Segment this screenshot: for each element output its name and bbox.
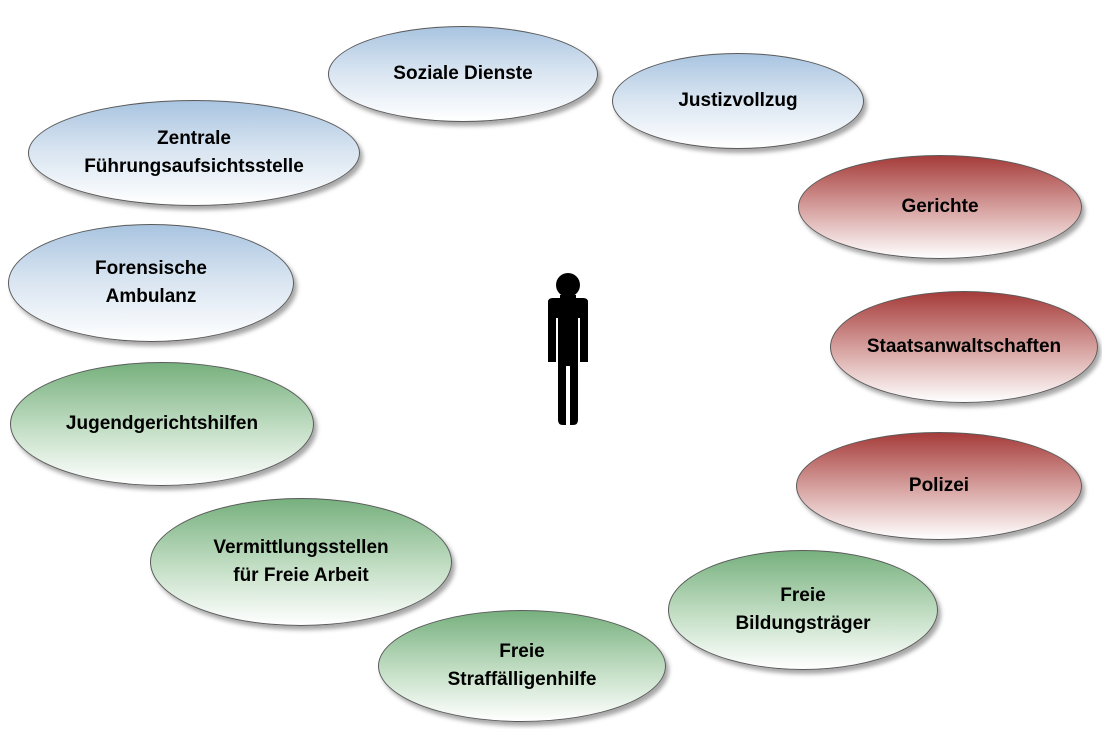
node-freie-straffaelligenhilfe: Freie Straffälligenhilfe — [378, 610, 666, 722]
node-polizei: Polizei — [796, 432, 1082, 540]
node-zentrale-fuehrungsaufsichtsstelle: Zentrale Führungsaufsichtsstelle — [28, 100, 360, 206]
node-label: Forensische Ambulanz — [95, 258, 207, 307]
node-label: Staatsanwaltschaften — [866, 336, 1062, 357]
node-label: Zentrale Führungsaufsichtsstelle — [84, 128, 304, 177]
node-label: Soziale Dienste — [393, 63, 533, 84]
node-justizvollzug: Justizvollzug — [612, 53, 864, 149]
node-label: Justizvollzug — [678, 90, 798, 111]
node-label: Jugendgerichtshilfen — [65, 413, 259, 434]
node-jugendgerichtshilfen: Jugendgerichtshilfen — [10, 362, 314, 486]
node-label: Freie Straffälligenhilfe — [447, 641, 597, 690]
person-icon — [548, 273, 588, 425]
node-label: Polizei — [908, 475, 970, 496]
node-forensische-ambulanz: Forensische Ambulanz — [8, 224, 294, 342]
node-label: Vermittlungsstellen für Freie Arbeit — [213, 537, 389, 586]
node-soziale-dienste: Soziale Dienste — [328, 26, 598, 122]
node-freie-bildungstraeger: Freie Bildungsträger — [668, 550, 938, 670]
node-staatsanwaltschaften: Staatsanwaltschaften — [830, 291, 1098, 403]
node-label: Freie Bildungsträger — [735, 585, 871, 634]
node-label: Gerichte — [901, 196, 979, 217]
node-gerichte: Gerichte — [798, 155, 1082, 259]
node-vermittlungsstellen: Vermittlungsstellen für Freie Arbeit — [150, 498, 452, 626]
